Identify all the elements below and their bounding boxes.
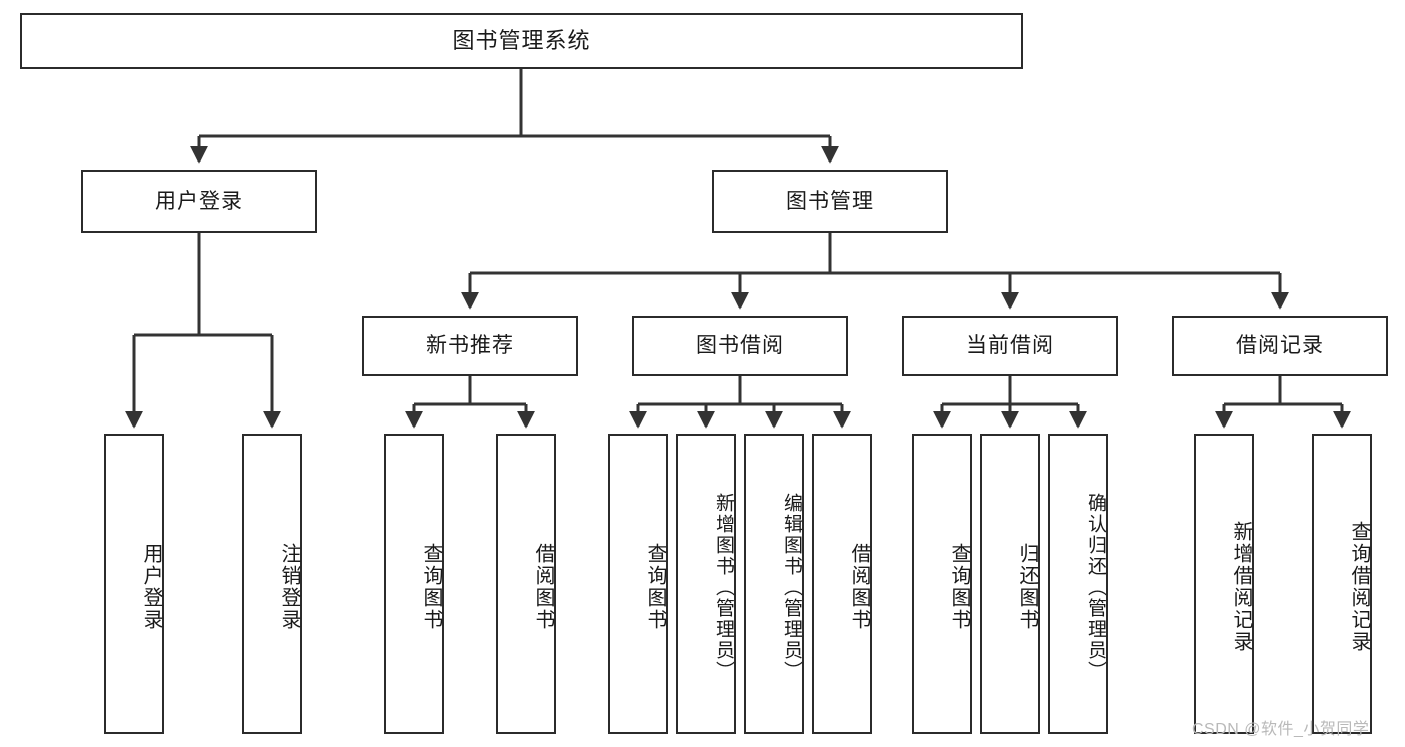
leaf-add-borrow-record[interactable]: 新增借阅记录 xyxy=(1194,434,1254,734)
node-borrow-record[interactable]: 借阅记录 xyxy=(1172,316,1388,376)
leaf-query-book-new[interactable]: 查询图书 xyxy=(384,434,444,734)
node-new-book-recommend[interactable]: 新书推荐 xyxy=(362,316,578,376)
leaf-add-book-admin[interactable]: 新增图书（管理员） xyxy=(676,434,736,734)
node-book-borrow[interactable]: 图书借阅 xyxy=(632,316,848,376)
node-root-system[interactable]: 图书管理系统 xyxy=(20,13,1023,69)
leaf-query-book-borrow[interactable]: 查询图书 xyxy=(608,434,668,734)
node-book-manage[interactable]: 图书管理 xyxy=(712,170,948,233)
node-user-login[interactable]: 用户登录 xyxy=(81,170,317,233)
leaf-query-borrow-record[interactable]: 查询借阅记录 xyxy=(1312,434,1372,734)
leaf-borrow-book-new[interactable]: 借阅图书 xyxy=(496,434,556,734)
leaf-user-login[interactable]: 用户登录 xyxy=(104,434,164,734)
node-current-borrow[interactable]: 当前借阅 xyxy=(902,316,1118,376)
csdn-watermark: CSDN @软件_小贺同学 xyxy=(1192,721,1370,738)
leaf-edit-book-admin[interactable]: 编辑图书（管理员） xyxy=(744,434,804,734)
leaf-query-book-current[interactable]: 查询图书 xyxy=(912,434,972,734)
leaf-borrow-book[interactable]: 借阅图书 xyxy=(812,434,872,734)
leaf-return-book[interactable]: 归还图书 xyxy=(980,434,1040,734)
leaf-logout[interactable]: 注销登录 xyxy=(242,434,302,734)
leaf-confirm-return-admin[interactable]: 确认归还（管理员） xyxy=(1048,434,1108,734)
